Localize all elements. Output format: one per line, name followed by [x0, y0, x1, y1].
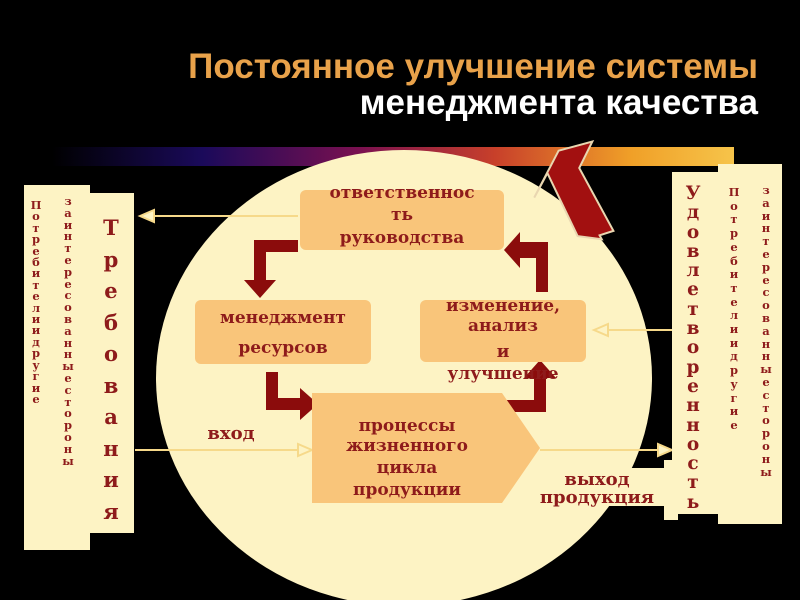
box-top-line-break: ть: [390, 205, 414, 225]
arrowhead-output: [657, 442, 675, 458]
box-management-responsibility: [300, 190, 504, 250]
left-panel-stakeholders: [24, 185, 90, 550]
box-resource-management: [195, 300, 371, 364]
left-panel-requirements: [90, 193, 134, 533]
output-label-bg: [530, 468, 664, 506]
box-right-line3: и: [496, 342, 510, 362]
cycle-arrow-left-bottom: [266, 372, 318, 420]
output-label-line1: выход: [564, 469, 630, 490]
title-line-2: менеджмента качества: [359, 83, 758, 122]
process-line1: процессы: [358, 416, 456, 436]
output-label-line2: продукция: [539, 487, 655, 508]
box-measurement-analysis-improvement: [420, 300, 586, 362]
process-ellipse: [156, 150, 652, 600]
cycle-arrow-right-top: [504, 232, 548, 292]
process-line2: жизненного: [346, 436, 468, 456]
box-top-line2: руководства: [339, 228, 465, 248]
improvement-up-arrow: [533, 139, 615, 241]
process-line3: цикла: [376, 458, 438, 478]
right-panel-satisfaction: [672, 172, 718, 514]
title-line-1: Постоянное улучшение системы: [188, 47, 758, 86]
box-right-line4: улучшение: [447, 364, 559, 384]
process-line4: продукции: [353, 480, 461, 500]
box-right-line1: изменение,: [445, 296, 561, 316]
cycle-arrow-top-left: [244, 240, 298, 298]
box-top-line1: ответственнос: [329, 183, 475, 203]
arrowhead-to-requirements: [137, 208, 155, 224]
box-right-line2: анализ: [468, 316, 538, 336]
arrowhead-satisfaction: [591, 322, 609, 338]
input-label: вход: [207, 423, 255, 444]
arrowhead-input: [297, 442, 315, 458]
right-panel-stakeholders: [718, 164, 782, 524]
box-left-line1: менеджмент: [220, 308, 346, 328]
cycle-arrow-bottom-right: [506, 360, 556, 412]
process-shape: [312, 393, 540, 503]
box-left-line2: ресурсов: [238, 338, 328, 358]
